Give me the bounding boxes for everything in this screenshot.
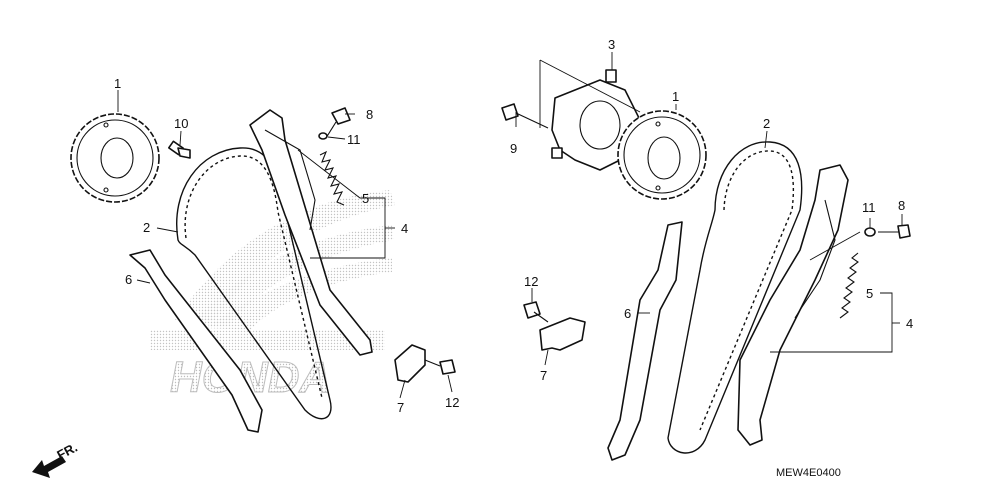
callout-6-left: 6 — [125, 272, 132, 287]
callout-2-left: 2 — [143, 220, 150, 235]
callout-7-left: 7 — [397, 400, 404, 415]
callout-10-left: 10 — [174, 116, 188, 131]
callout-12-right: 12 — [524, 274, 538, 289]
washer-right — [864, 227, 876, 237]
pivot-bolt-right — [878, 224, 911, 239]
bracket-bolt-right — [523, 301, 549, 323]
chain-guide-left — [129, 249, 263, 433]
callout-8-left: 8 — [366, 107, 373, 122]
callout-12-left: 12 — [445, 395, 459, 410]
callout-1-right: 1 — [672, 89, 679, 104]
callout-5-right: 5 — [866, 286, 873, 301]
leader-lines-left — [117, 90, 453, 399]
callout-6-right: 6 — [624, 306, 631, 321]
front-direction-arrow-icon — [32, 456, 66, 478]
callout-1-left: 1 — [114, 76, 121, 91]
plate-bolt-right — [501, 103, 549, 129]
tensioner-arm-right — [737, 164, 849, 446]
washer-left — [318, 132, 328, 140]
drawing-code: MEW4E0400 — [776, 467, 841, 479]
tensioner-spring-left — [319, 150, 345, 206]
callout-8-right: 8 — [898, 198, 905, 213]
cam-sprocket-left — [70, 113, 160, 203]
callout-3-right: 3 — [608, 37, 615, 52]
callout-5-left: 5 — [362, 191, 369, 206]
bracket-left — [394, 344, 426, 383]
bracket-right — [539, 317, 586, 351]
tensioner-spring-right — [839, 252, 859, 319]
callout-4-right: 4 — [906, 316, 913, 331]
bracket-bolt-left — [424, 359, 456, 375]
callout-2-right: 2 — [763, 116, 770, 131]
callout-11-right: 11 — [862, 200, 876, 215]
cam-chain-right — [667, 141, 803, 454]
callout-11-left: 11 — [347, 132, 361, 147]
leader-lines-right — [515, 52, 903, 366]
chain-guide-right — [607, 221, 683, 461]
tensioner-arm-left — [249, 109, 373, 356]
callout-4-left: 4 — [401, 221, 408, 236]
sprocket-bolt-left — [167, 140, 191, 159]
pivot-bolt-left — [325, 107, 351, 139]
callout-9-right: 9 — [510, 141, 517, 156]
callout-7-right: 7 — [540, 368, 547, 383]
cam-sprocket-right — [617, 110, 707, 200]
